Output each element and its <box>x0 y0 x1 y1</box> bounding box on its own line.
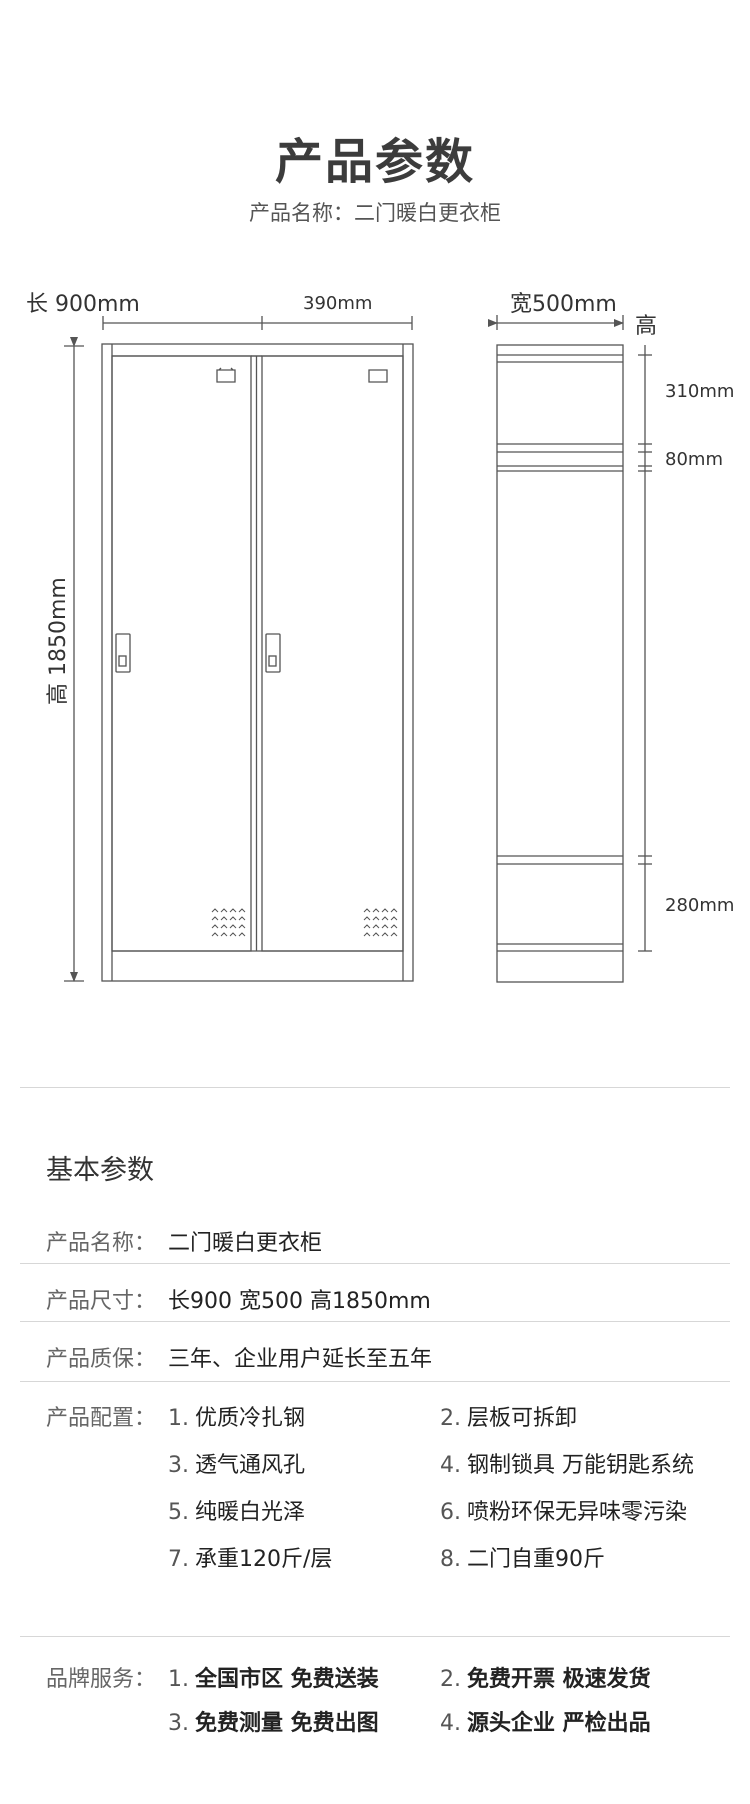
right-door-handle <box>265 633 281 673</box>
left-door-handle <box>115 633 131 673</box>
section-divider <box>20 1087 730 1088</box>
right-door <box>261 355 404 952</box>
row-divider <box>20 1263 730 1264</box>
service-item-3: 3.免费测量 免费出图 <box>168 1711 379 1736</box>
vent-slot-right <box>368 369 388 383</box>
page-subtitle: 产品名称：二门暖白更衣柜 <box>249 201 501 225</box>
service-item-1: 1.全国市区 免费送装 <box>168 1667 379 1692</box>
side-cabinet-outline <box>496 344 624 983</box>
bottom-vent-holes <box>211 908 398 937</box>
front-height-label: 高 1850mm <box>46 577 71 705</box>
cabinet-drawing <box>64 315 652 983</box>
warranty-value: 三年、企业用户延长至五年 <box>168 1347 433 1372</box>
front-length-label: 长 900mm <box>26 292 140 317</box>
config-item-2: 2.层板可拆卸 <box>440 1406 578 1431</box>
segment-310-label: 310mm <box>665 381 735 402</box>
config-label: 产品配置： <box>46 1406 157 1431</box>
config-item-1: 1.优质冷扎钢 <box>168 1406 306 1431</box>
config-item-8: 8.二门自重90斤 <box>440 1547 605 1572</box>
door-width-label: 390mm <box>303 293 373 314</box>
product-name-value: 二门暖白更衣柜 <box>168 1231 323 1256</box>
config-item-6: 6.喷粉环保无异味零污染 <box>440 1500 688 1525</box>
row-divider <box>20 1381 730 1382</box>
product-size-value: 长900 宽500 高1850mm <box>168 1289 431 1314</box>
row-divider <box>20 1636 730 1637</box>
row-divider <box>20 1321 730 1322</box>
side-height-label: 高 <box>635 314 658 339</box>
segment-80-label: 80mm <box>665 449 723 470</box>
config-item-5: 5.纯暖白光泽 <box>168 1500 306 1525</box>
service-label: 品牌服务： <box>46 1667 157 1692</box>
product-name-label: 产品名称： <box>46 1231 157 1256</box>
side-width-label: 宽500mm <box>510 292 617 317</box>
config-item-7: 7.承重120斤/层 <box>168 1547 333 1572</box>
config-item-3: 3.透气通风孔 <box>168 1453 306 1478</box>
product-size-label: 产品尺寸： <box>46 1289 157 1314</box>
left-door <box>111 355 252 952</box>
warranty-label: 产品质保： <box>46 1347 157 1372</box>
page-title: 产品参数 <box>274 134 475 190</box>
front-cabinet-outline <box>101 343 414 982</box>
segment-280-label: 280mm <box>665 895 735 916</box>
service-item-4: 4.源头企业 严检出品 <box>440 1711 651 1736</box>
section-title: 基本参数 <box>46 1155 154 1186</box>
config-item-4: 4.钢制锁具 万能钥匙系统 <box>440 1453 694 1478</box>
vent-slot-left <box>216 367 236 383</box>
service-item-2: 2.免费开票 极速发货 <box>440 1667 651 1692</box>
